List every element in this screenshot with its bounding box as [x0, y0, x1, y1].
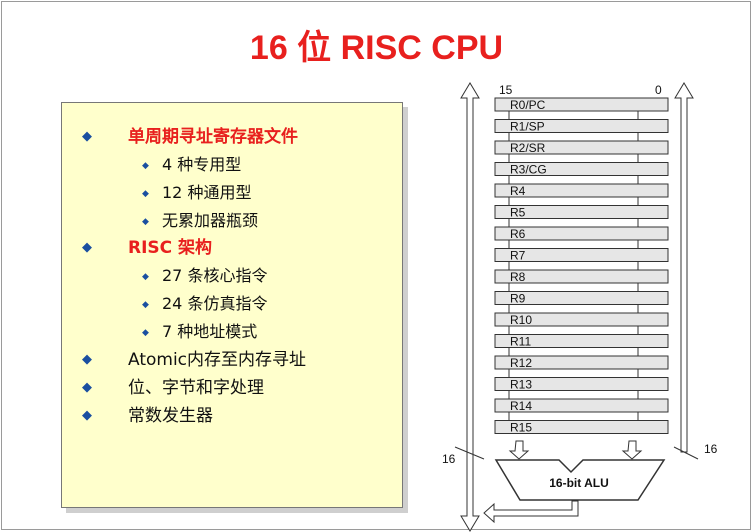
register-box — [494, 205, 669, 219]
sub-feature-text: 12 种通用型 — [162, 183, 252, 202]
register-box — [494, 312, 669, 327]
alu-label: 16-bit ALU — [549, 476, 609, 490]
small-diamond-bullet-icon: ◆ — [142, 272, 149, 282]
register-box — [494, 398, 669, 413]
small-diamond-bullet-icon: ◆ — [142, 328, 149, 338]
right-bus-width-slash — [673, 446, 699, 460]
register-box — [494, 334, 669, 348]
sub-feature-text: 4 种专用型 — [162, 155, 242, 174]
register-label: R2/SR — [510, 141, 546, 155]
register-label: R10 — [510, 313, 532, 327]
diamond-bullet-icon: ◆ — [82, 352, 92, 367]
feature-text: 位、字节和字处理 — [128, 378, 264, 398]
register-box — [494, 248, 669, 262]
register-label: R11 — [510, 335, 531, 349]
register-box — [494, 140, 669, 155]
register-box — [494, 355, 669, 370]
register-box — [494, 377, 669, 391]
slide-title: 16 位 RISC CPU — [249, 29, 504, 67]
register-box — [494, 119, 669, 133]
register-box — [494, 97, 669, 112]
register-label: R6 — [510, 227, 526, 241]
register-label: R12 — [510, 356, 532, 370]
register-box — [494, 269, 669, 284]
alu-input-arrow-left — [508, 440, 530, 460]
register-label: R14 — [510, 399, 532, 413]
diamond-bullet-icon: ◆ — [82, 408, 92, 423]
register-label: R7 — [510, 249, 526, 263]
register-rows: R0/PC R1/SP R2/SR R3/CG R4R5R6R7R8R9R10R11R1… — [494, 97, 669, 435]
alu-output-arrow — [483, 500, 579, 524]
sub-feature-text: 7 种地址模式 — [162, 322, 258, 341]
register-box — [494, 420, 669, 434]
sub-feature-text: 24 条仿真指令 — [162, 294, 268, 313]
features-panel: ◆ 单周期寻址寄存器文件 ◆ 4 种专用型 ◆ 12 种通用型 ◆ 无累加器瓶颈… — [61, 102, 403, 508]
feature-text: 常数发生器 — [128, 406, 213, 426]
register-label: R1/SP — [510, 120, 545, 134]
small-diamond-bullet-icon: ◆ — [142, 217, 149, 227]
small-diamond-bullet-icon: ◆ — [142, 189, 149, 199]
feature-text: Atomic内存至内存寻址 — [128, 350, 307, 370]
lsb-bit-label: 0 — [655, 83, 662, 97]
right-bus-width-label: 16 — [704, 442, 718, 456]
alu-input-arrow-right — [621, 440, 643, 460]
right-bus-arrow — [674, 82, 694, 453]
msb-bit-label: 15 — [499, 83, 513, 97]
register-label: R3/CG — [510, 163, 547, 177]
register-label: R5 — [510, 206, 526, 220]
register-box — [494, 183, 669, 198]
left-bus-width-label: 16 — [442, 452, 456, 466]
feature-text: RISC 架构 — [128, 238, 213, 258]
alu-block — [494, 459, 666, 501]
left-bus-width-slash — [454, 446, 485, 460]
small-diamond-bullet-icon: ◆ — [142, 300, 149, 310]
register-label: R15 — [510, 421, 532, 435]
diamond-bullet-icon: ◆ — [82, 240, 92, 255]
register-box — [494, 162, 669, 176]
diamond-bullet-icon: ◆ — [82, 380, 92, 395]
register-box — [494, 226, 669, 241]
sub-feature-text: 27 条核心指令 — [162, 266, 268, 285]
register-label: R8 — [510, 270, 526, 284]
diamond-bullet-icon: ◆ — [82, 129, 92, 144]
left-bus-arrow — [460, 82, 480, 532]
register-label: R4 — [510, 184, 526, 198]
register-label: R0/PC — [510, 98, 546, 112]
register-label: R9 — [510, 292, 526, 306]
register-box — [494, 291, 669, 305]
register-label: R13 — [510, 378, 532, 392]
small-diamond-bullet-icon: ◆ — [142, 161, 149, 171]
sub-feature-text: 无累加器瓶颈 — [162, 211, 259, 230]
feature-text: 单周期寻址寄存器文件 — [128, 127, 298, 147]
